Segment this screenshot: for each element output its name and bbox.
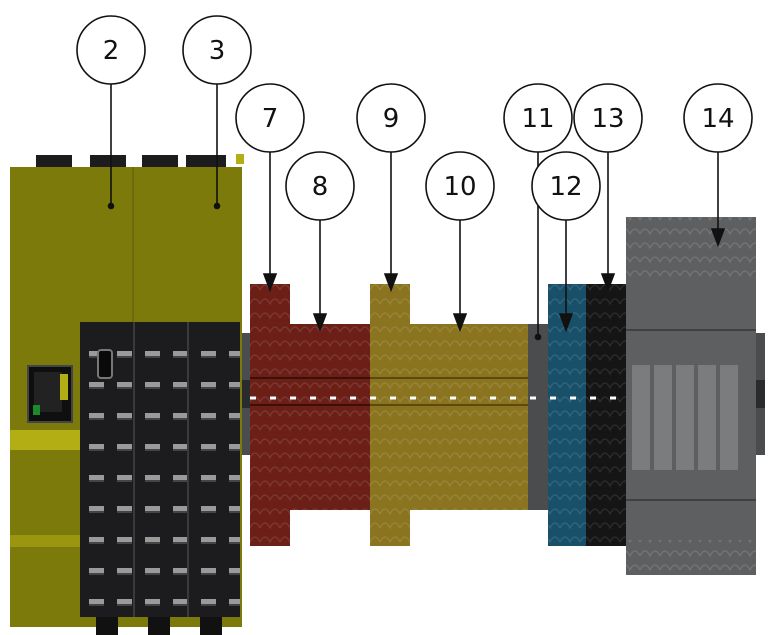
usb-port — [97, 349, 113, 379]
callout-10-label: 10 — [443, 172, 476, 202]
callout-7: 7 — [235, 83, 305, 153]
callout-12-label: 12 — [549, 172, 582, 202]
callout-9: 9 — [356, 83, 426, 153]
callout-3: 3 — [182, 15, 252, 85]
callout-14-label: 14 — [701, 104, 734, 134]
module-red — [250, 284, 370, 546]
module-gray — [528, 324, 548, 510]
callout-13: 13 — [573, 83, 643, 153]
module-black — [586, 284, 626, 546]
callout-10: 10 — [425, 151, 495, 221]
callout-11-label: 11 — [521, 104, 554, 134]
callout-9-label: 9 — [383, 104, 400, 134]
module-gold — [370, 284, 528, 546]
top-connector — [142, 155, 178, 167]
callout-2-label: 2 — [103, 36, 120, 66]
top-connector — [90, 155, 126, 167]
callout-11: 11 — [503, 83, 573, 153]
base-unit-stripe — [10, 535, 82, 547]
callout-8-label: 8 — [312, 172, 329, 202]
top-connector — [186, 155, 226, 167]
callout-7-label: 7 — [262, 104, 279, 134]
module-large-gray — [626, 217, 756, 575]
top-connector — [36, 155, 72, 167]
callout-8: 8 — [285, 151, 355, 221]
callout-13-label: 13 — [591, 104, 624, 134]
callout-2: 2 — [76, 15, 146, 85]
connector-block — [80, 322, 240, 635]
callout-12: 12 — [531, 151, 601, 221]
callout-14: 14 — [683, 83, 753, 153]
base-unit-stripe — [10, 430, 82, 450]
callout-3-label: 3 — [209, 36, 226, 66]
